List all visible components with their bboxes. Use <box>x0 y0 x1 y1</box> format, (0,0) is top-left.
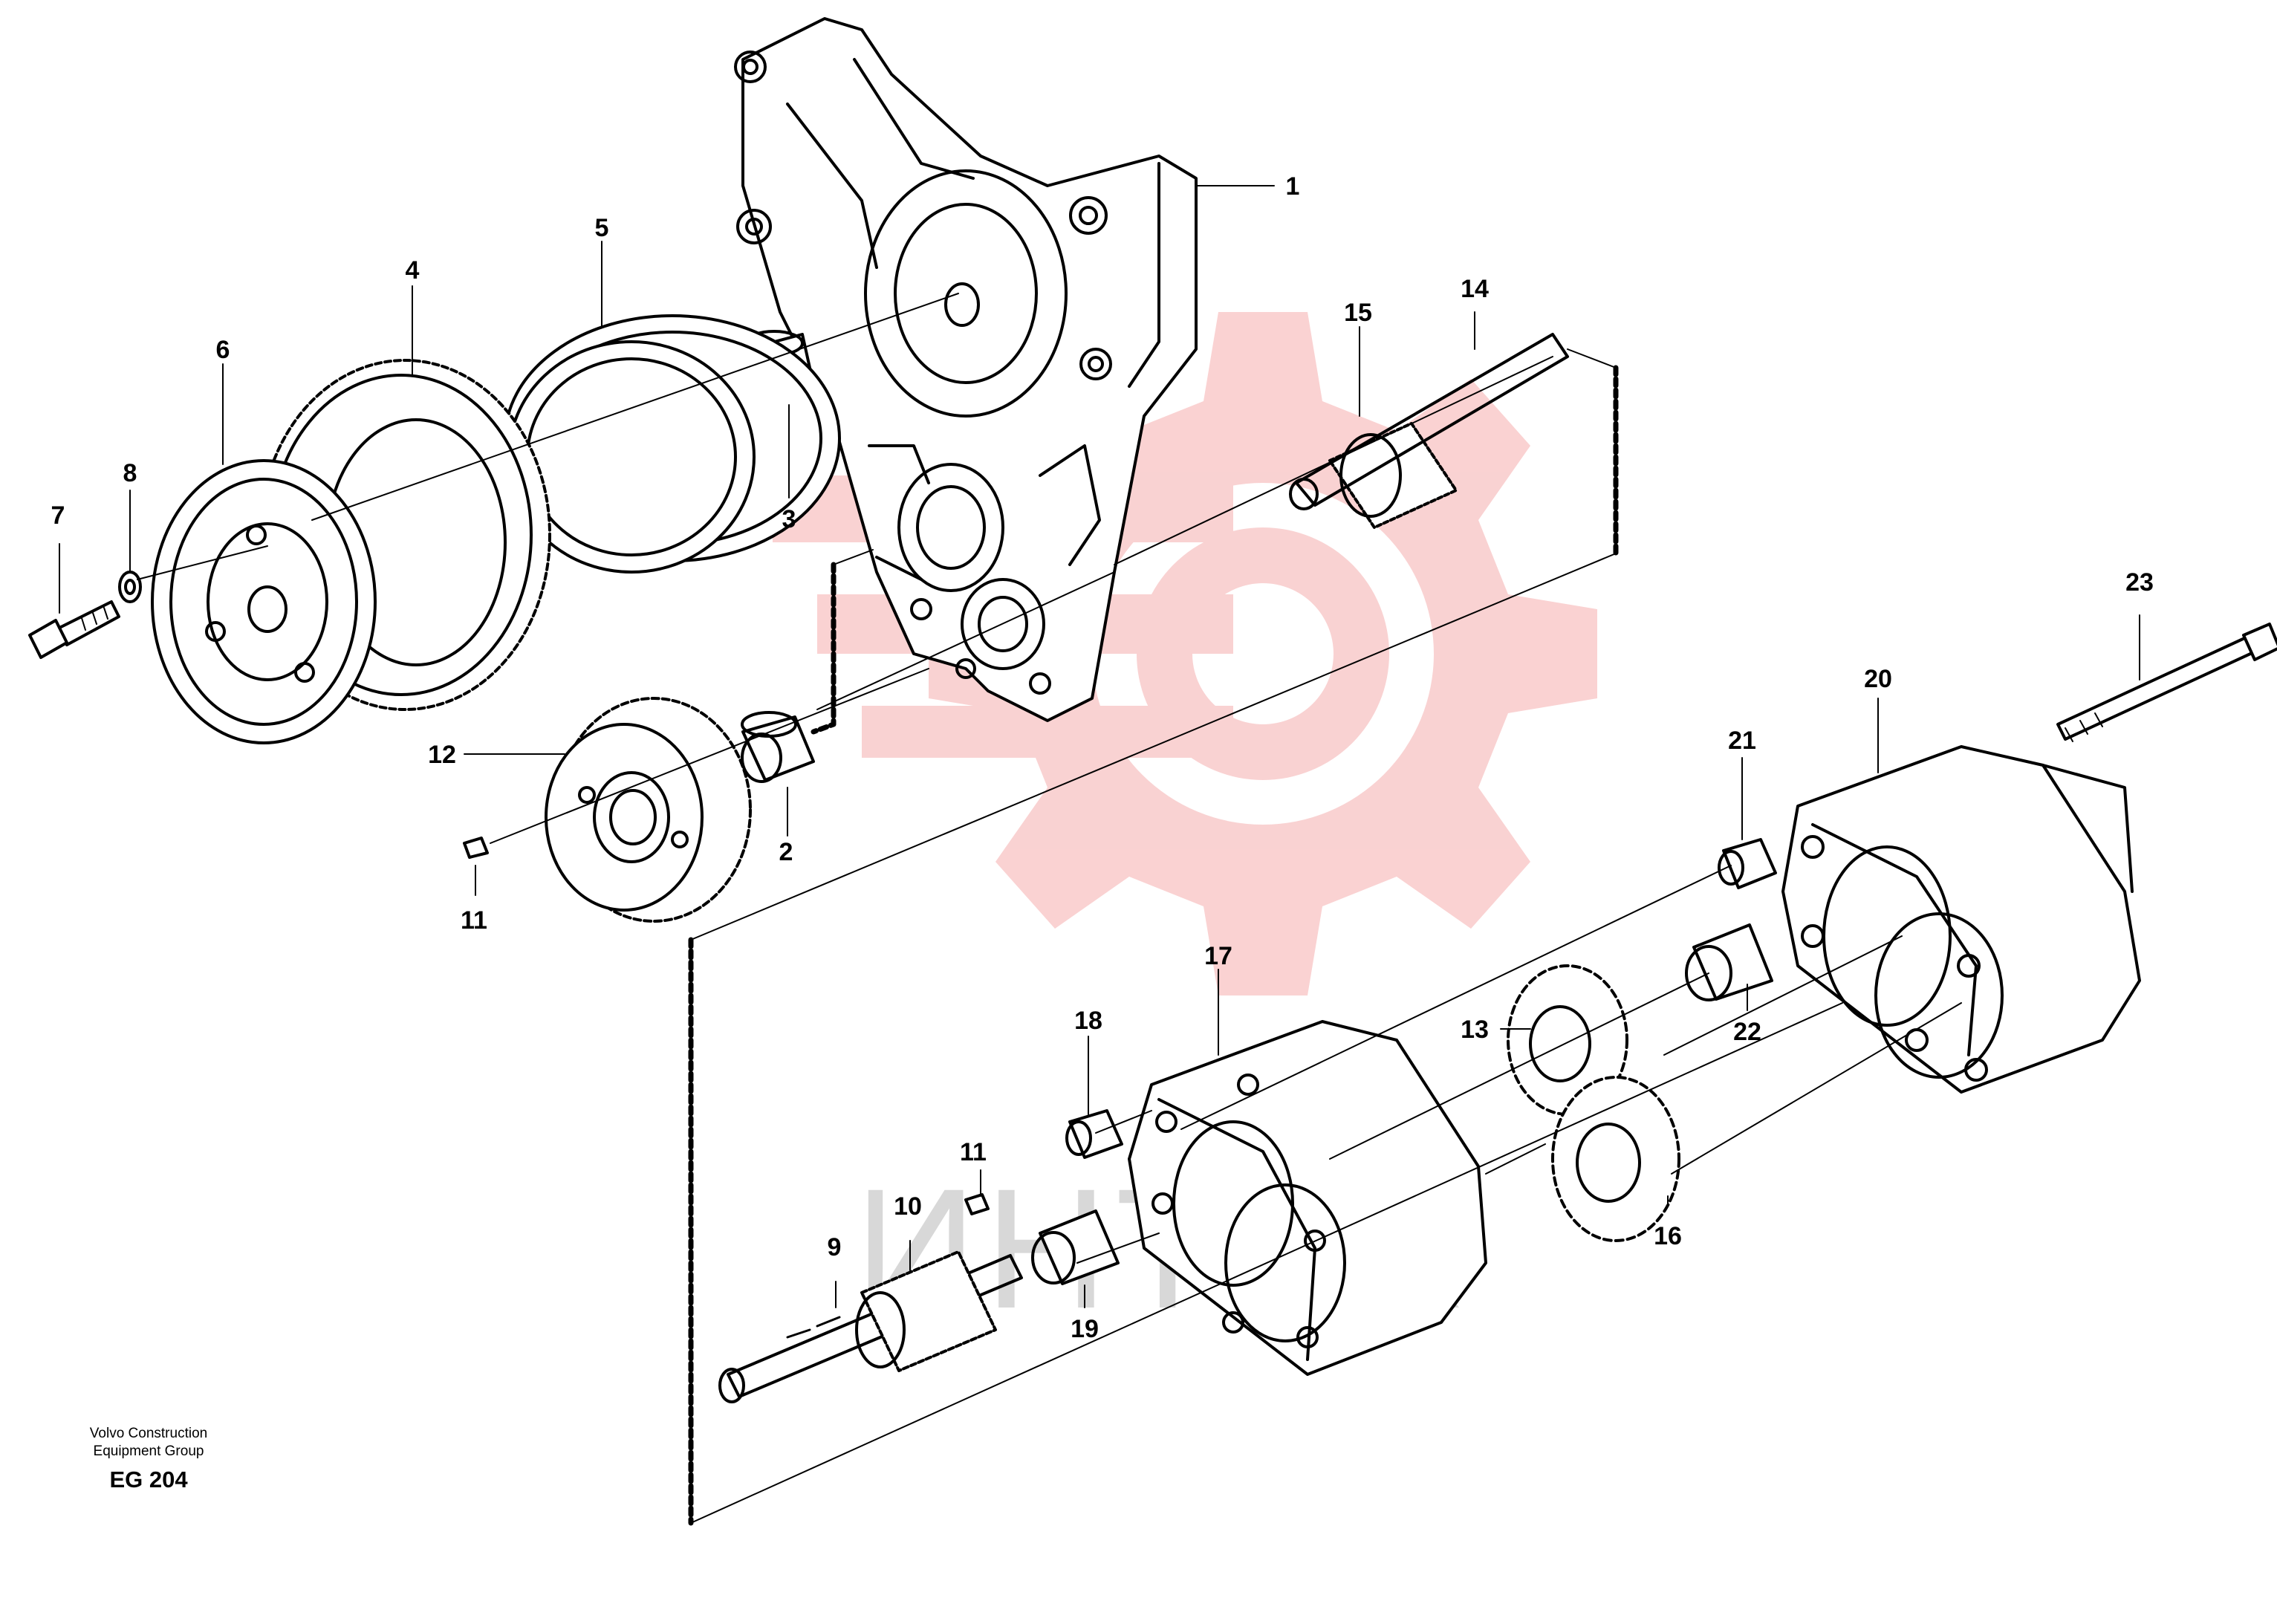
callout-7: 7 <box>51 501 65 530</box>
connection-dashed-brackets <box>688 365 1619 1526</box>
connection-solid-lines <box>690 348 1843 1524</box>
part-22-bushing <box>1685 923 1773 1001</box>
callout-leader-lines <box>59 185 2140 1308</box>
callout-16: 16 <box>1654 1222 1682 1250</box>
callout-22: 22 <box>1733 1018 1761 1046</box>
part-16-gear <box>1551 1076 1680 1242</box>
callout-18: 18 <box>1074 1007 1102 1035</box>
callout-3: 3 <box>782 505 796 533</box>
callout-11-lower: 11 <box>960 1138 987 1166</box>
caption-group-code: EG 204 <box>109 1467 188 1493</box>
part-6-pulley <box>151 459 377 744</box>
callout-13: 13 <box>1461 1016 1489 1044</box>
callout-23: 23 <box>2125 568 2154 597</box>
part-17-pump-body <box>1128 1020 1487 1376</box>
callout-labels: 1 2 3 4 5 6 7 8 9 10 11 11 12 13 14 15 1… <box>51 172 2154 1343</box>
callout-4: 4 <box>406 256 420 285</box>
callout-20: 20 <box>1864 665 1892 693</box>
callout-1: 1 <box>1286 172 1300 201</box>
caption-company-line1: Volvo Construction <box>89 1426 208 1441</box>
part-18-bushing <box>1065 1109 1123 1159</box>
callout-9: 9 <box>828 1233 842 1261</box>
part-19-bushing <box>1031 1209 1120 1285</box>
part-8-washer <box>118 571 142 603</box>
part-10-gear <box>855 1250 997 1372</box>
part-7-bolt <box>28 600 120 659</box>
diagram-caption: Volvo Construction Equipment Group EG 20… <box>45 1425 253 1493</box>
part-14-shaft <box>1289 333 1569 510</box>
part-1-housing <box>734 17 1198 722</box>
assembly-axis-lines <box>137 293 1962 1264</box>
callout-17: 17 <box>1204 942 1232 970</box>
part-23-bolt <box>2056 623 2277 742</box>
part-20-pump-cover <box>1781 745 2141 1094</box>
part-11-key-upper <box>463 837 489 859</box>
callout-10: 10 <box>894 1192 922 1221</box>
part-13-gear <box>1507 964 1628 1116</box>
part-5-ring <box>504 314 841 574</box>
part-21-bushing <box>1718 838 1777 889</box>
callout-8: 8 <box>123 459 137 487</box>
callout-14: 14 <box>1461 275 1489 303</box>
callout-21: 21 <box>1728 727 1756 755</box>
callout-19: 19 <box>1071 1315 1099 1343</box>
callout-6: 6 <box>216 336 230 364</box>
callout-15: 15 <box>1344 299 1372 327</box>
caption-company-line2: Equipment Group <box>93 1443 204 1459</box>
part-11-key-lower <box>964 1193 990 1215</box>
part-2-bushing <box>741 711 815 783</box>
callout-5: 5 <box>595 214 609 242</box>
callout-11-upper: 11 <box>461 906 487 935</box>
callout-2: 2 <box>779 838 793 866</box>
callout-12: 12 <box>428 741 456 769</box>
part-12-bevel-gear <box>545 697 752 923</box>
